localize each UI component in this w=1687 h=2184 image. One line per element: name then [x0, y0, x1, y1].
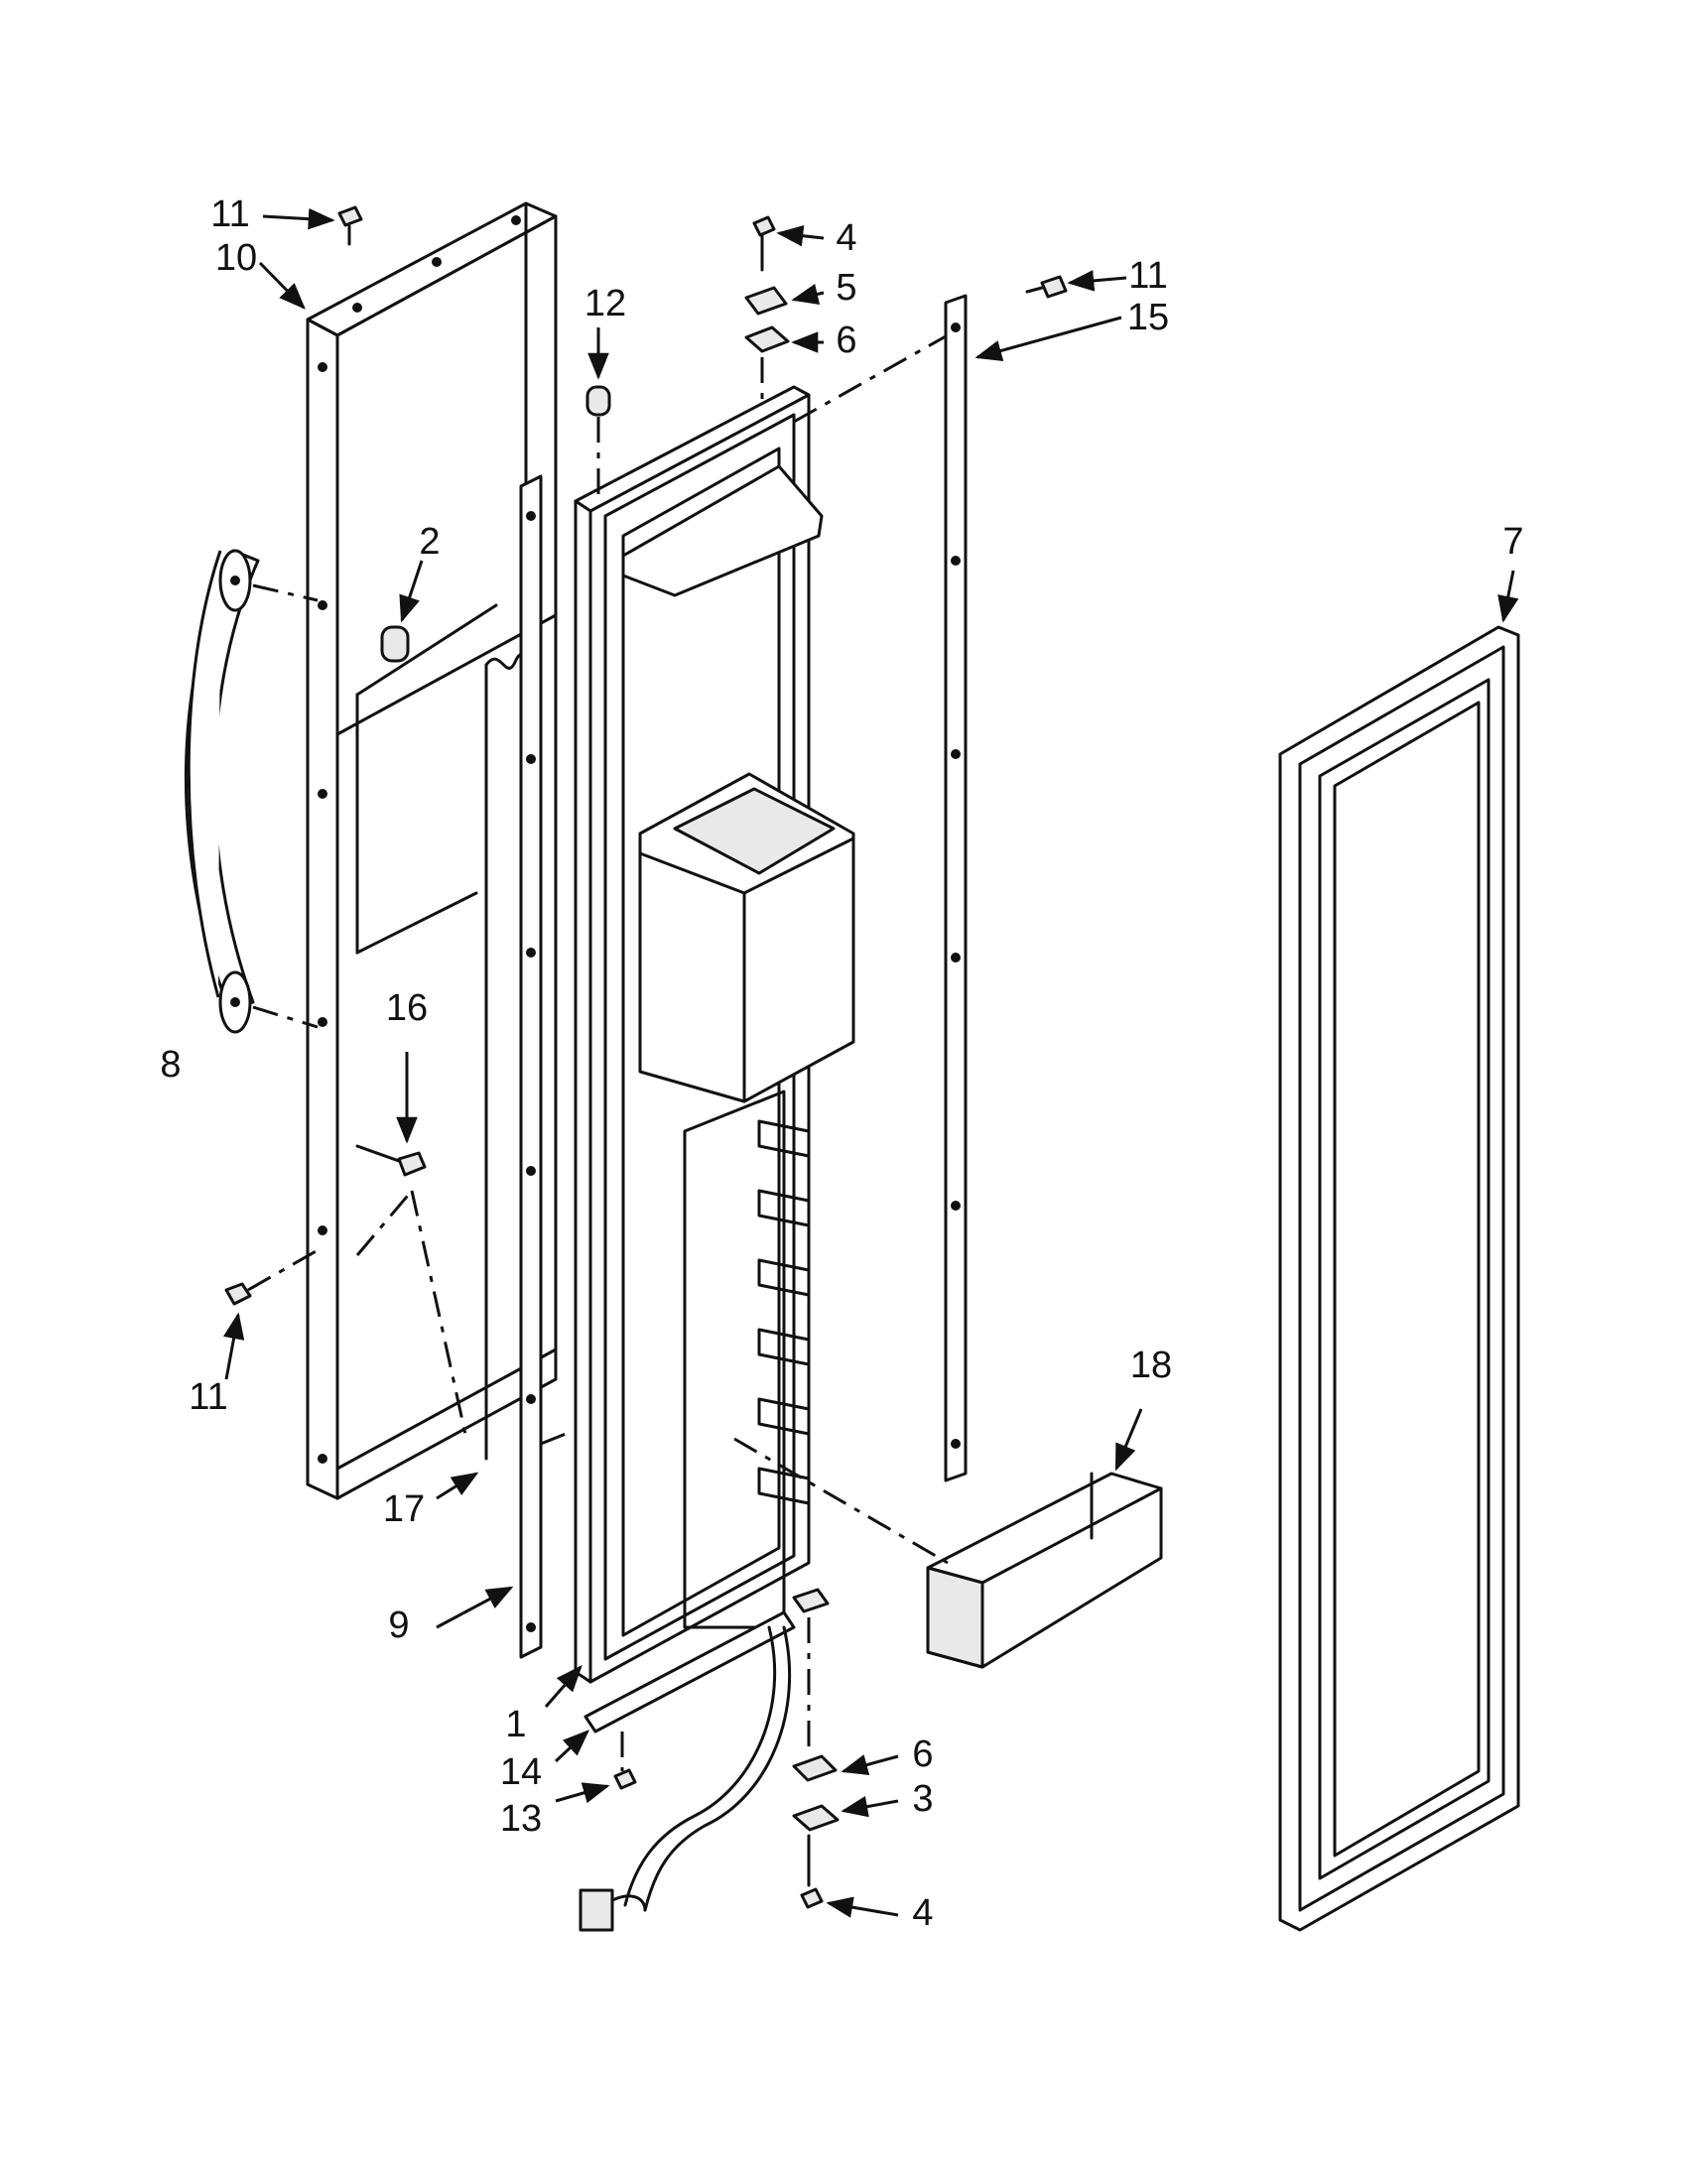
- door-gasket: [1278, 570, 1520, 1932]
- bottom-hinge-parts: [792, 1588, 899, 1918]
- callout-13: 13: [500, 1798, 542, 1840]
- callout-10: 10: [215, 237, 257, 279]
- callout-12: 12: [584, 283, 626, 324]
- callout-14: 14: [500, 1751, 542, 1793]
- callout-8: 8: [160, 1044, 181, 1086]
- callout-17: 17: [383, 1488, 425, 1530]
- trim-strip-left: [436, 474, 543, 1659]
- door-bin: [733, 1408, 1163, 1669]
- water-line-harness: [579, 1625, 792, 1932]
- trim-strip-right: [944, 294, 1122, 1482]
- callout-11-left: 11: [189, 1376, 227, 1418]
- callout-18: 18: [1130, 1345, 1172, 1386]
- callout-6-bottom: 6: [912, 1734, 933, 1775]
- callout-7: 7: [1502, 521, 1523, 563]
- bottom-bracket: [554, 1610, 796, 1804]
- door-outer-panel: [306, 201, 558, 1500]
- callout-4-top: 4: [836, 217, 856, 259]
- bushing: [585, 327, 611, 496]
- callout-4-bottom: 4: [912, 1892, 933, 1934]
- callout-1: 1: [505, 1704, 526, 1745]
- spacer: [380, 560, 424, 663]
- callout-5: 5: [836, 267, 856, 309]
- callout-11-top-right: 11: [1128, 255, 1167, 297]
- callout-6-top: 6: [836, 320, 856, 361]
- door-handle: [184, 549, 319, 1034]
- callout-16: 16: [386, 987, 428, 1029]
- door-liner-assembly: [544, 385, 855, 1708]
- callout-11-top-left: 11: [210, 193, 249, 235]
- callout-2: 2: [419, 521, 440, 563]
- screw-16: [355, 1052, 427, 1177]
- screw-11-top-left: [258, 205, 363, 310]
- screw-11-top-right: [1025, 270, 1127, 299]
- callout-3: 3: [912, 1778, 933, 1820]
- callout-9: 9: [388, 1605, 409, 1646]
- screw-11-left: [222, 1248, 319, 1380]
- callout-15: 15: [1127, 297, 1169, 338]
- top-hinge-parts: [744, 215, 954, 424]
